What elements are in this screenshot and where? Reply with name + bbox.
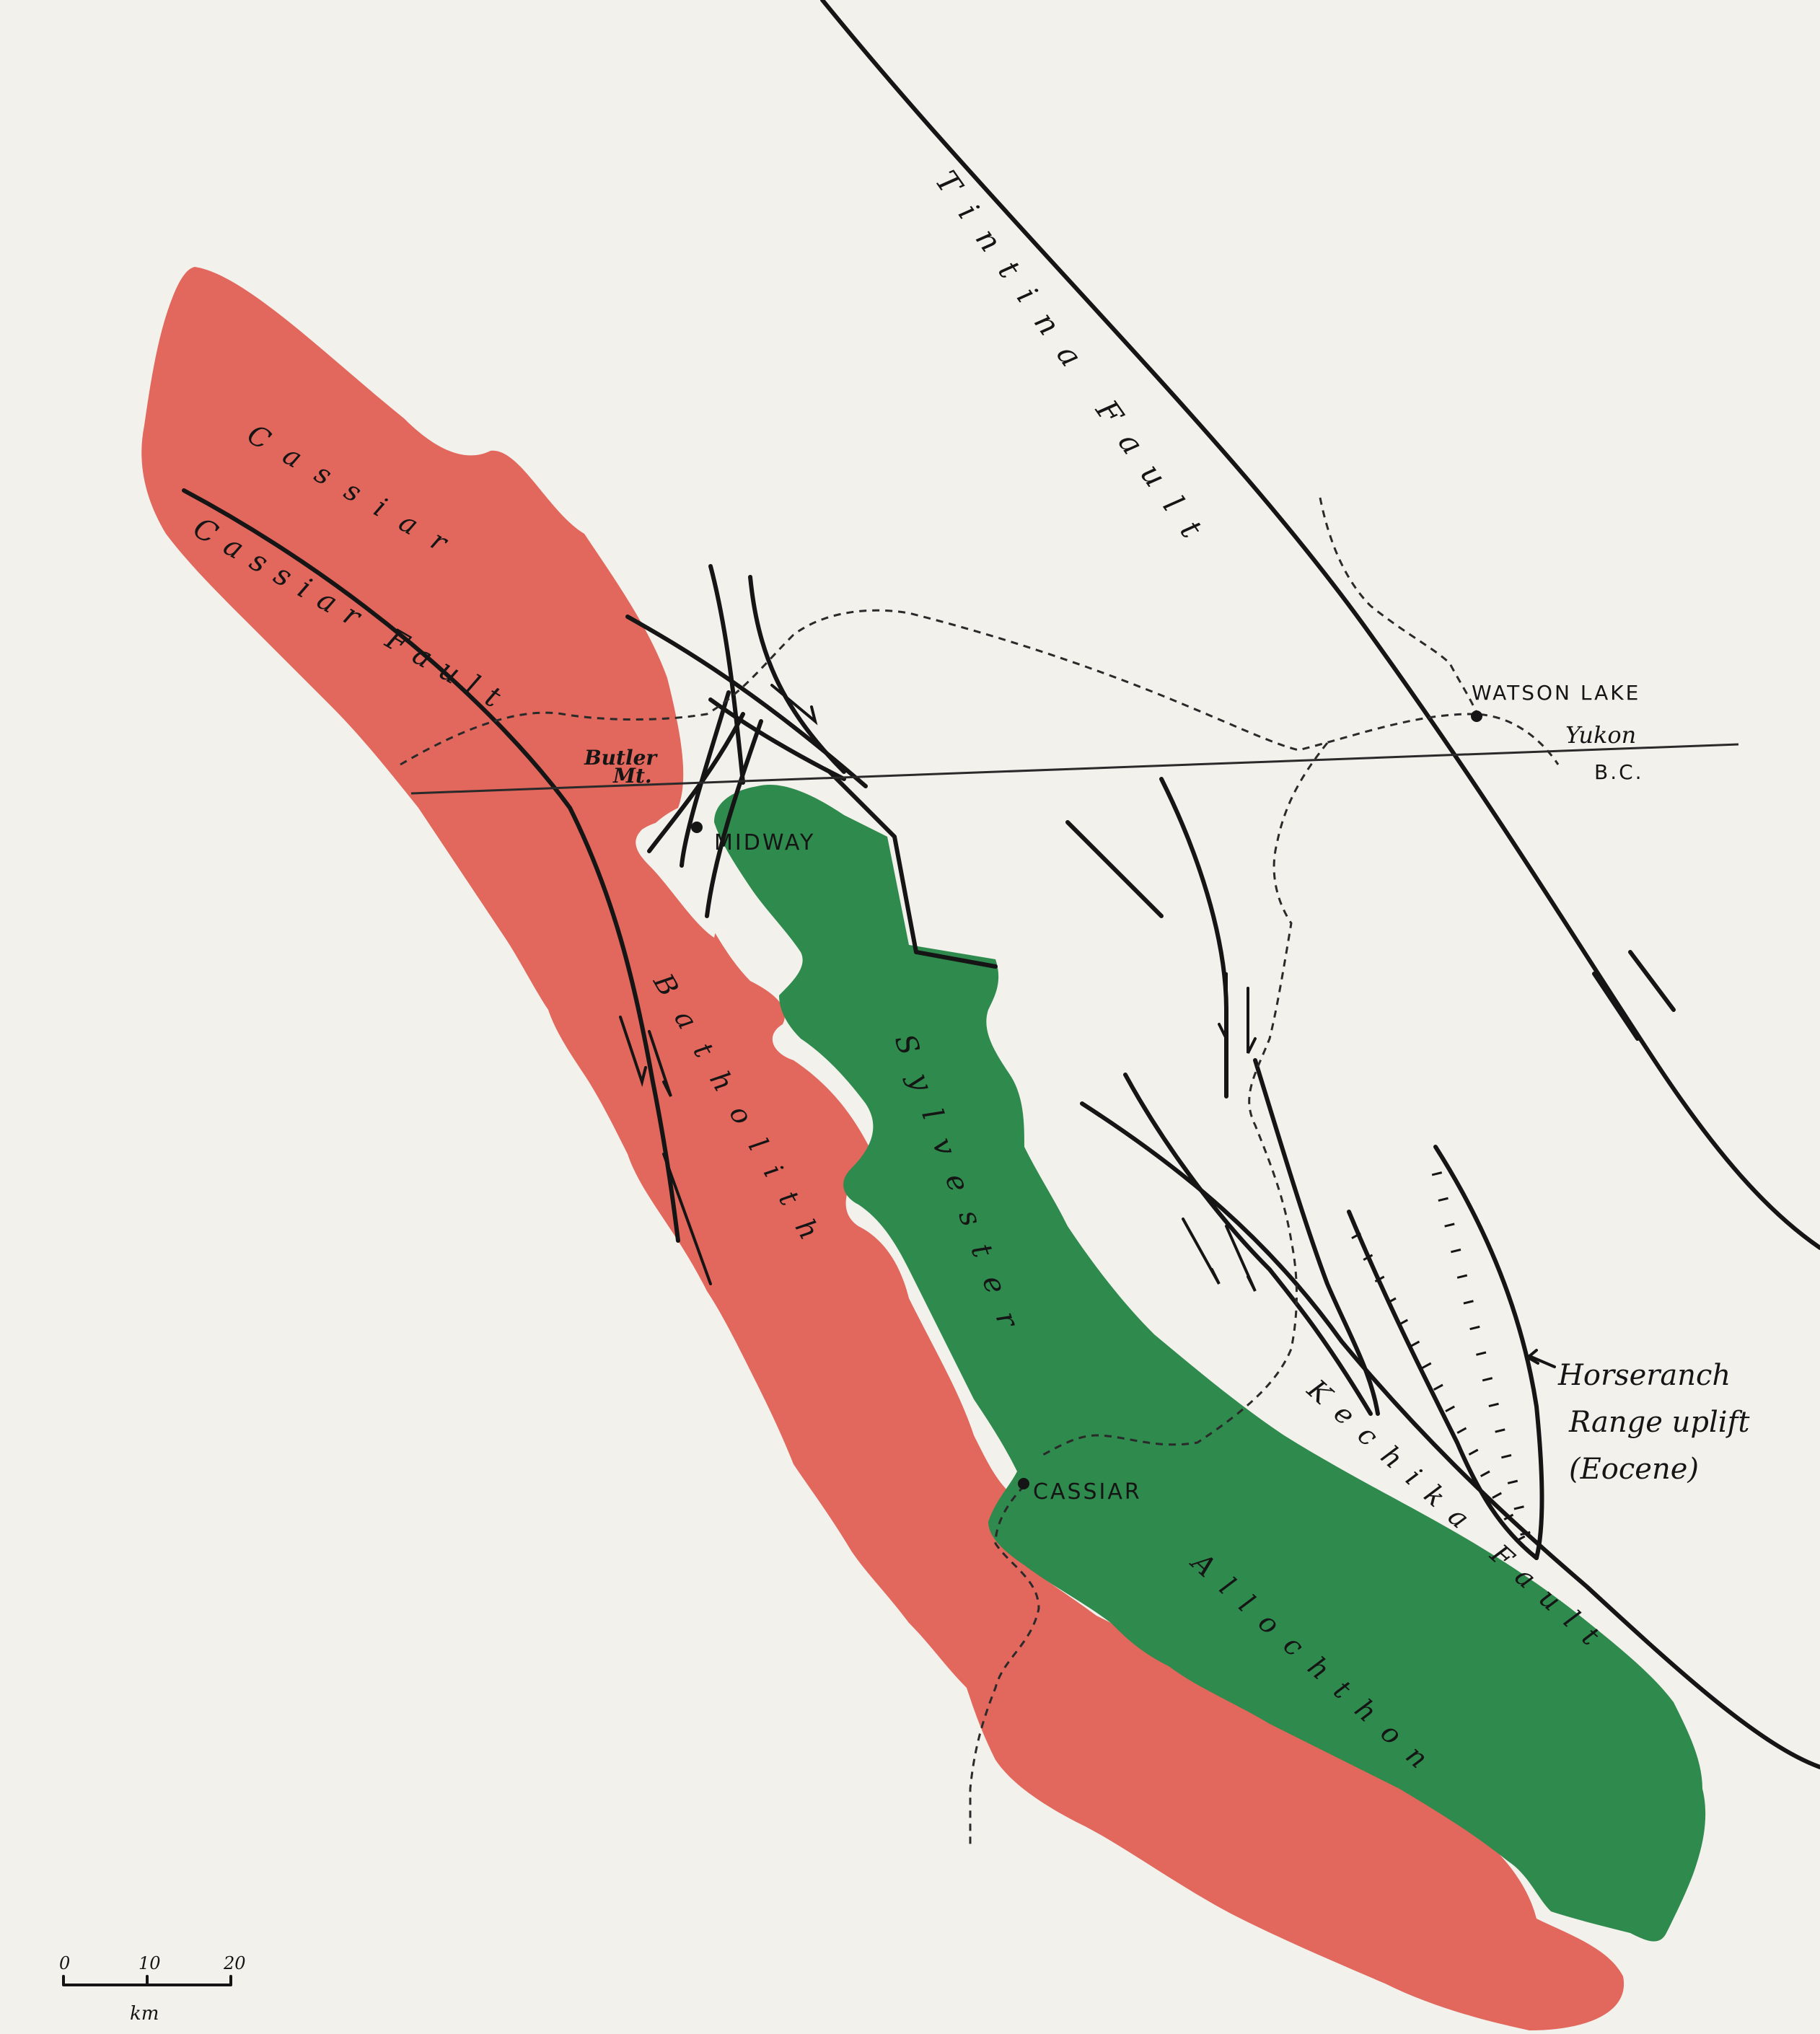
watson-lake-road <box>1319 497 1480 718</box>
uplift-tick <box>1488 1402 1499 1408</box>
uplift-tick <box>1451 1249 1461 1254</box>
uplift-tick <box>1495 1428 1505 1433</box>
cassiar-highway <box>1038 742 1329 1458</box>
scale-tick-0: 0 <box>59 1953 70 1973</box>
uplift-tick <box>1513 1505 1524 1510</box>
tintina-fault-label: Tintina Fault <box>928 164 1221 561</box>
uplift-tick <box>1374 1275 1385 1282</box>
uplift-tick <box>1476 1351 1487 1356</box>
cassiar-batholith-area <box>141 267 1625 2030</box>
uplift-tick <box>1398 1318 1408 1326</box>
horseranch-pointer <box>1525 1349 1556 1368</box>
uplift-tick <box>1386 1297 1397 1304</box>
uplift-tick <box>1468 1448 1479 1456</box>
butler-mt-label-1: Butler <box>584 746 658 770</box>
midway-gap <box>636 820 718 938</box>
horseranch-fault <box>1433 1145 1544 1560</box>
central-fault-3 <box>1123 1073 1373 1416</box>
uplift-tick <box>1421 1362 1432 1369</box>
uplift-tick-marks <box>1351 1171 1531 1542</box>
uplift-tick <box>1445 1405 1455 1412</box>
uplift-tick <box>1520 1531 1531 1536</box>
sylvester-allochthon-area <box>714 785 1706 1942</box>
midway-splay-6 <box>647 712 745 853</box>
uplift-tick <box>1501 1454 1512 1459</box>
butler-mt-label-2: Mt. <box>612 764 652 788</box>
midway-splay-3 <box>748 575 846 774</box>
tintina-fault-line <box>820 0 1820 1250</box>
uplift-tick <box>1410 1340 1420 1347</box>
uplift-tick <box>1456 1427 1467 1434</box>
horseranch-label-3: (Eocene) <box>1569 1453 1699 1486</box>
allochthon-east-edge <box>827 770 998 969</box>
motion-arrows <box>619 684 1257 1292</box>
east-fault-1 <box>1592 972 1640 1041</box>
yukon-label: Yukon <box>1565 721 1636 749</box>
uplift-tick <box>1463 1300 1474 1305</box>
central-fault-1 <box>1065 820 1164 918</box>
east-fault-2 <box>1628 950 1676 1012</box>
uplift-tick <box>1456 1274 1468 1279</box>
cassiar-fault-line <box>182 488 680 1243</box>
scale-unit: km <box>130 2003 159 2025</box>
uplift-tick <box>1433 1383 1443 1391</box>
scale-tick-20: 20 <box>223 1953 246 1973</box>
cassiar-point <box>1018 1478 1029 1489</box>
uplift-tick <box>1438 1197 1448 1202</box>
kechika-fault-line <box>1080 1101 1820 1769</box>
uplift-tick <box>1444 1223 1455 1228</box>
midway-splay-2 <box>708 564 745 785</box>
uplift-tick <box>1469 1325 1480 1331</box>
uplift-tick <box>1351 1232 1361 1239</box>
horseranch-label-1: Horseranch <box>1557 1359 1731 1392</box>
central-fault-5 <box>1347 1210 1539 1560</box>
central-fault-2 <box>1159 777 1228 1099</box>
watson-lake-point <box>1471 710 1482 722</box>
midway-splay-5 <box>680 690 731 868</box>
midway-label: MIDWAY <box>714 830 815 855</box>
uplift-tick <box>1492 1492 1502 1499</box>
horseranch-label-2: Range uplift <box>1568 1406 1750 1439</box>
uplift-tick <box>1480 1470 1490 1477</box>
alaska-highway <box>400 609 1560 766</box>
midway-splay-7 <box>705 719 763 918</box>
uplift-tick <box>1363 1254 1373 1261</box>
central-fault-4 <box>1253 1058 1380 1416</box>
yukon-bc-border <box>410 743 1739 795</box>
uplift-tick <box>1482 1377 1493 1382</box>
cassiar-spur-road <box>969 1484 1040 1846</box>
midway-point <box>691 822 703 833</box>
watson-lake-label: WATSON LAKE <box>1472 681 1640 705</box>
cassiar-town-label: CASSIAR <box>1033 1479 1142 1505</box>
scale-tick-10: 10 <box>139 1953 161 1973</box>
uplift-tick <box>1515 1535 1526 1542</box>
bc-label: B.C. <box>1594 760 1644 784</box>
uplift-tick <box>1431 1171 1443 1176</box>
scale-bar: 0 10 20 km <box>59 1953 246 2025</box>
uplift-tick <box>1503 1513 1514 1520</box>
uplift-tick <box>1507 1479 1518 1484</box>
cassiar-fault-strand <box>662 1153 712 1285</box>
